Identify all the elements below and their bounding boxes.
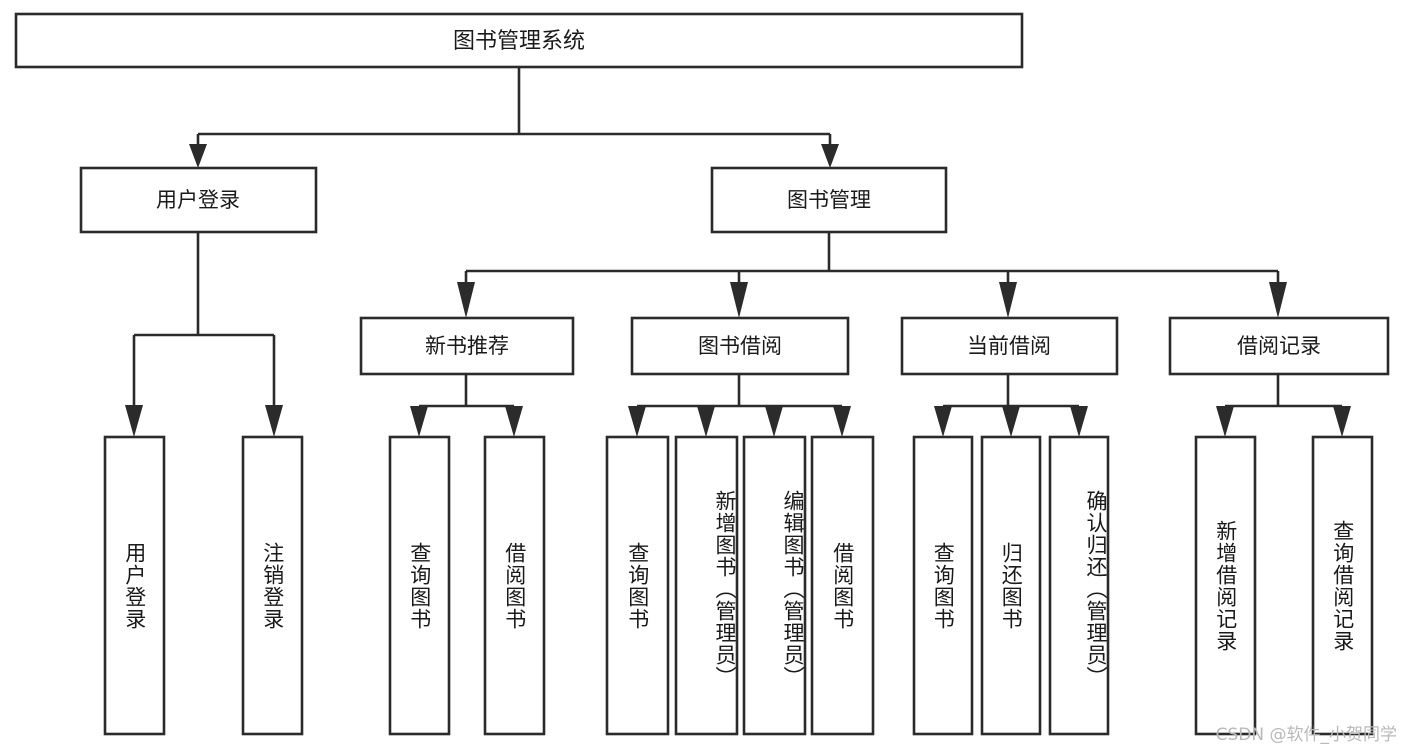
node-book-borrow-box[interactable] — [630, 316, 850, 376]
connector-userlogin-to-leaves — [125, 232, 283, 437]
arrow-head-icon — [1070, 406, 1088, 437]
node-borrow-record-box[interactable] — [1168, 316, 1390, 376]
arrow-head-icon — [833, 406, 851, 437]
arrow-head-icon — [265, 405, 283, 437]
arrow-head-icon — [1333, 406, 1351, 437]
node-root-box[interactable] — [14, 12, 1024, 69]
arrow-head-icon — [125, 405, 143, 437]
node-book-management[interactable]: 图书管理 — [710, 166, 948, 234]
connector-bookborrow-to-leaves — [628, 374, 851, 437]
arrow-head-icon — [999, 282, 1017, 318]
leaf-box-query-book-borrow[interactable] — [605, 435, 670, 736]
connector-bookmgmt-to-level3 — [457, 232, 1287, 318]
node-user-login-label: 用户登录 — [156, 188, 240, 212]
node-book-management-label: 图书管理 — [787, 188, 871, 212]
arrow-head-icon — [1002, 406, 1020, 437]
leaf-box-user-login[interactable] — [103, 435, 166, 736]
leaf-box-add-borrow-record[interactable] — [1194, 435, 1257, 736]
leaf-boxes — [103, 435, 1374, 736]
leaf-box-logout-login[interactable] — [241, 435, 304, 736]
node-new-book-recommend[interactable]: 新书推荐 — [359, 316, 575, 376]
node-borrow-record[interactable]: 借阅记录 — [1168, 316, 1390, 376]
leaf-box-return-book[interactable] — [980, 435, 1042, 736]
connector-borrowrecord-to-leaves — [1216, 374, 1351, 437]
node-book-management-box[interactable] — [710, 166, 948, 234]
connector-recommend-to-leaves — [410, 374, 523, 437]
leaf-box-add-book-admin[interactable] — [674, 435, 739, 736]
arrow-head-icon — [821, 144, 839, 168]
arrow-head-icon — [1269, 282, 1287, 318]
arrow-head-icon — [457, 282, 475, 318]
leaf-box-query-book-current[interactable] — [912, 435, 974, 736]
arrow-head-icon — [730, 282, 748, 318]
connector-currentborrow-to-leaves — [934, 374, 1088, 437]
node-current-borrow-label: 当前借阅 — [967, 334, 1051, 358]
node-borrow-record-label: 借阅记录 — [1237, 334, 1321, 358]
csdn-watermark: CSDN @软件_小贺同学 — [1215, 725, 1397, 745]
node-user-login-box[interactable] — [79, 166, 318, 234]
arrow-head-icon — [697, 406, 715, 437]
leaf-box-query-borrow-record[interactable] — [1311, 435, 1374, 736]
node-current-borrow[interactable]: 当前借阅 — [900, 316, 1119, 376]
arrow-head-icon — [628, 406, 646, 437]
node-root-label: 图书管理系统 — [453, 29, 585, 54]
arrow-head-icon — [505, 406, 523, 437]
node-book-borrow[interactable]: 图书借阅 — [630, 316, 850, 376]
node-user-login[interactable]: 用户登录 — [79, 166, 318, 234]
node-root[interactable]: 图书管理系统 — [14, 12, 1024, 69]
leaf-box-borrow-book[interactable] — [810, 435, 875, 736]
arrow-head-icon — [1216, 406, 1234, 437]
leaf-box-confirm-return-admin[interactable] — [1048, 435, 1110, 736]
arrow-head-icon — [934, 406, 952, 437]
leaf-box-edit-book-admin[interactable] — [742, 435, 807, 736]
node-book-borrow-label: 图书借阅 — [698, 334, 782, 358]
leaf-box-borrow-book-recommend[interactable] — [483, 435, 546, 736]
arrow-head-icon — [410, 406, 428, 437]
connector-root-to-level2 — [189, 67, 839, 168]
arrow-head-icon — [765, 406, 783, 437]
leaf-box-query-book-recommend[interactable] — [388, 435, 451, 736]
arrow-head-icon — [189, 144, 207, 168]
node-new-book-recommend-label: 新书推荐 — [425, 334, 509, 358]
node-new-book-recommend-box[interactable] — [359, 316, 575, 376]
node-current-borrow-box[interactable] — [900, 316, 1119, 376]
